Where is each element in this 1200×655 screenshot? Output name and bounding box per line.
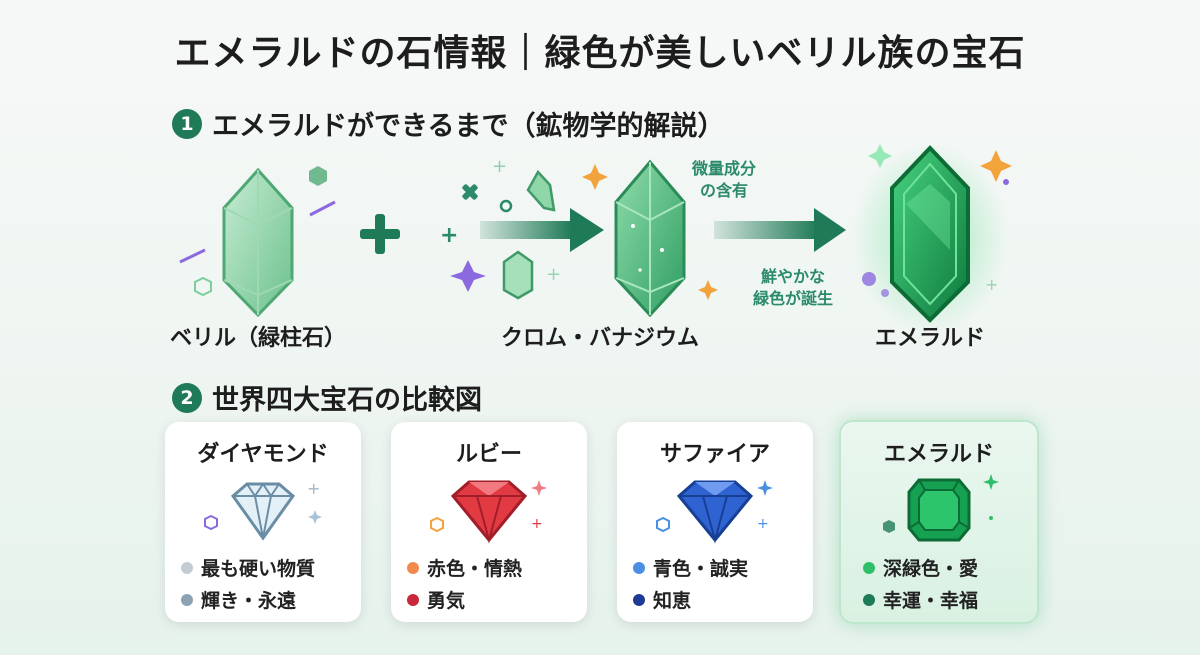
emerald-crystal-icon: + [852, 143, 1012, 330]
gem-attribute: 深緑色・愛 [863, 554, 978, 581]
gem-card-emerald: エメラルド 深緑色・愛 幸運・幸福 [839, 420, 1039, 624]
section-1-number: 1 [172, 108, 202, 139]
attribute-text: 赤色・情熱 [427, 558, 523, 580]
decor-line [179, 248, 206, 264]
hexagon-icon [309, 166, 327, 186]
bullet-icon [633, 561, 645, 574]
bullet-icon [633, 593, 645, 606]
gem-name: エメラルド [883, 442, 994, 467]
gem-attribute: 輝き・永遠 [181, 586, 296, 613]
trace-elements-icon: + + + [440, 156, 561, 300]
stage-label-beryl: ベリル（緑柱石） [169, 326, 346, 351]
emerald-icon [883, 474, 999, 542]
attribute-text: 最も硬い物質 [201, 558, 316, 580]
beryl-with-trace-crystal-icon [582, 159, 686, 318]
attribute-text: 深緑色・愛 [883, 558, 979, 580]
formation-diagram: + + + [179, 143, 1012, 330]
note-line: 微量成分 [691, 159, 756, 178]
attribute-text: 青色・誠実 [653, 558, 749, 580]
svg-text:+: + [307, 479, 320, 498]
svg-text:+: + [531, 516, 543, 532]
bullet-icon [407, 561, 419, 574]
plus-icon [360, 214, 400, 254]
sparkle-icon [582, 164, 608, 190]
gem-card-sapphire: サファイア + 青色・誠実 知恵 [617, 422, 813, 622]
svg-text:+: + [985, 275, 998, 294]
sapphire-icon: + [656, 480, 773, 544]
ruby-icon: + [430, 480, 547, 544]
vivid-green-note: 鮮やかな 緑色が誕生 [732, 266, 854, 310]
note-line: 緑色が誕生 [752, 289, 833, 308]
attribute-text: 知恵 [653, 590, 692, 612]
section-2-heading: 2 世界四大宝石の比較図 [172, 378, 482, 417]
note-line: の含有 [699, 181, 748, 200]
arrow-icon [480, 208, 604, 252]
attribute-text: 幸運・幸福 [883, 590, 979, 612]
attribute-text: 輝き・永遠 [201, 590, 297, 612]
gem-attribute: 幸運・幸福 [863, 586, 978, 613]
gem-name: サファイア [659, 442, 770, 467]
attribute-text: 勇気 [427, 590, 466, 612]
section-1-heading: 1 エメラルドができるまで（鉱物学的解説） [172, 104, 724, 143]
note-line: 鮮やかな [760, 267, 825, 286]
svg-text:+: + [440, 223, 458, 248]
bullet-icon [181, 593, 193, 606]
gem-attribute: 赤色・情熱 [407, 554, 522, 581]
gem-attribute: 最も硬い物質 [181, 554, 315, 581]
stage-label-trace: クロム・バナジウム [500, 326, 699, 351]
page-title: エメラルドの石情報｜緑色が美しいベリル族の宝石 [174, 33, 1026, 74]
beryl-crystal-icon [179, 166, 336, 318]
section-1-title: エメラルドができるまで（鉱物学的解説） [212, 111, 725, 142]
svg-text:+: + [757, 516, 769, 532]
bullet-icon [181, 561, 193, 574]
stage-label-emerald: エメラルド [874, 326, 985, 351]
section-2-title: 世界四大宝石の比較図 [212, 385, 482, 416]
gem-name: ルビー [455, 442, 522, 467]
gem-card-ruby: ルビー + 赤色・情熱 勇気 [391, 422, 587, 622]
bullet-icon [863, 561, 875, 574]
bullet-icon [863, 593, 875, 606]
svg-text:+: + [492, 156, 507, 177]
gem-name: ダイヤモンド [197, 442, 329, 467]
section-2-number: 2 [172, 382, 202, 413]
gem-attribute: 青色・誠実 [633, 554, 748, 581]
gem-card-diamond: ダイヤモンド + 最も硬い物質 輝き・永遠 [165, 422, 361, 622]
diamond-icon: + [204, 479, 322, 541]
svg-text:+: + [546, 264, 561, 285]
gem-attribute: 知恵 [633, 586, 691, 613]
bullet-icon [407, 593, 419, 606]
trace-content-note: 微量成分 の含有 [672, 158, 776, 202]
sparkle-icon [980, 150, 1012, 182]
gem-attribute: 勇気 [407, 586, 465, 613]
arrow-icon [714, 208, 846, 252]
